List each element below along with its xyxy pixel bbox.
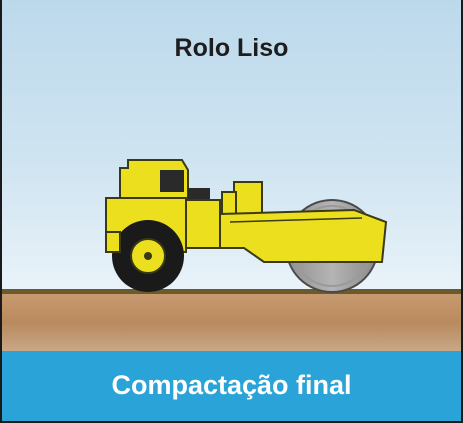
- ground-line: [2, 289, 461, 294]
- footer-banner: Compactação final: [2, 351, 461, 421]
- page-title: Rolo Liso: [174, 34, 289, 62]
- yoke-inner-line: [229, 217, 363, 223]
- engine-side: [221, 191, 237, 215]
- rear-axle: [144, 252, 152, 260]
- soil-layer: [2, 292, 461, 353]
- drum-yoke: [219, 208, 388, 263]
- seat: [188, 188, 210, 202]
- cab-window: [160, 170, 184, 192]
- footer-label: Compactação final: [111, 370, 352, 400]
- roller-illustration: [2, 159, 461, 353]
- rear-step: [105, 231, 121, 253]
- engine-top: [233, 181, 263, 215]
